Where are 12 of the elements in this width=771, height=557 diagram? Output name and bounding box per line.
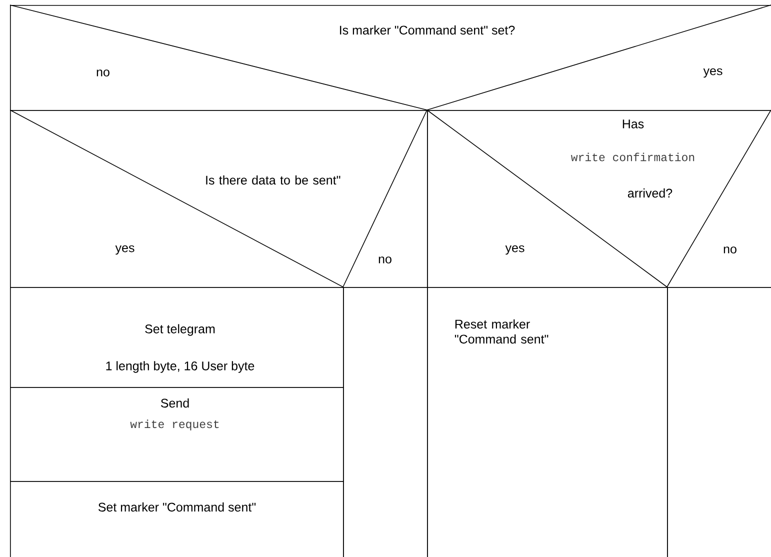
branch-label: yes [505,245,524,255]
empty-block [667,287,771,557]
empty-block [343,287,428,557]
process-box: Send write request [10,387,344,482]
process-box: Set telegram 1 length byte, 16 User byte [10,287,344,388]
process-box: Set marker "Command sent" [10,481,344,557]
branch-label: yes [703,68,722,78]
branch-label: yes [115,245,134,255]
process-box: Reset marker "Command sent" [427,287,668,557]
branch-label: no [724,246,736,254]
branch-label: no [378,256,392,264]
branch-label: no [96,70,110,76]
